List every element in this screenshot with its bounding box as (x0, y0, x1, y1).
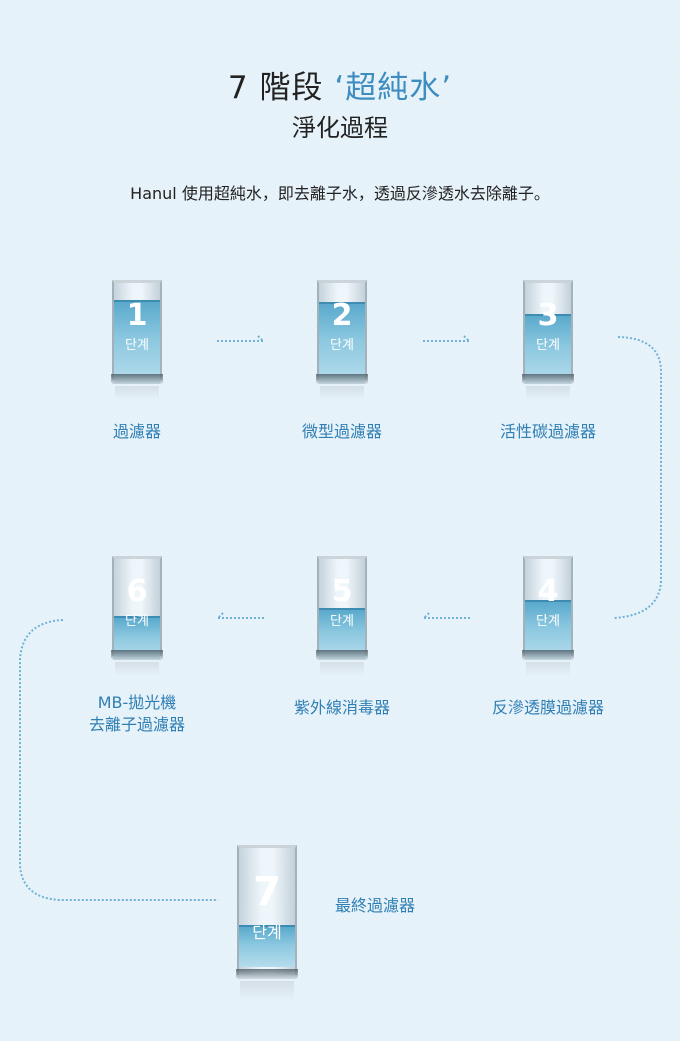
glass-base (111, 374, 163, 384)
step-number: 1 (126, 298, 148, 333)
glass-base (111, 650, 163, 660)
step-word: 단계 (252, 923, 282, 942)
step-label-7: 最終過濾器 (335, 896, 416, 915)
step-label-1: 過濾器 (112, 422, 161, 441)
glass-reflection (526, 662, 570, 676)
arrow-3-to-4 (613, 336, 662, 619)
step-number: 6 (126, 574, 148, 609)
step-label-6-line1: MB-拋光機 (97, 693, 177, 712)
water-fill (239, 925, 295, 967)
arrowhead-1-to-2 (257, 335, 264, 342)
glass-step-4: 4 단계 (522, 556, 574, 676)
glass-base (316, 374, 368, 384)
step-word: 단계 (125, 614, 149, 629)
glass-step-3: 3 단계 (522, 280, 574, 400)
glass-reflection (526, 386, 570, 400)
step-number: 4 (537, 574, 559, 609)
step-word: 단계 (536, 614, 560, 629)
step-number: 5 (331, 574, 353, 609)
arrowhead-5-to-6 (217, 612, 224, 619)
glass-step-5: 5 단계 (316, 556, 368, 676)
glass-base (316, 650, 368, 660)
glass-reflection (320, 386, 364, 400)
water-fill (114, 300, 160, 384)
step-word: 단계 (330, 338, 354, 353)
step-label-5: 紫外線消毒器 (293, 698, 390, 717)
step-label-3: 活性碳過濾器 (499, 422, 596, 441)
step-label-2: 微型過濾器 (301, 422, 382, 441)
glass-base (236, 969, 298, 979)
step-label-4: 反滲透膜過濾器 (491, 698, 604, 717)
glass-reflection (320, 662, 364, 676)
step-label-6: MB-拋光機 去離子過濾器 (72, 692, 202, 736)
glass-base (522, 650, 574, 660)
arrowhead-4-to-5 (423, 612, 430, 619)
step-label-6-line2: 去離子過濾器 (88, 715, 185, 734)
arrow-6-to-7 (19, 619, 218, 901)
water-fill (319, 302, 365, 384)
step-number: 2 (331, 298, 353, 333)
step-number: 7 (253, 869, 281, 915)
glass-reflection (115, 386, 159, 400)
page-subtitle: 淨化過程 (292, 114, 388, 142)
water-fill (525, 314, 571, 384)
glass-step-6: 6 단계 (111, 556, 163, 676)
glass-step-7: 7 단계 (236, 845, 298, 1001)
step-word: 단계 (330, 614, 354, 629)
step-word: 단계 (536, 338, 560, 353)
glass-base (522, 374, 574, 384)
glass-reflection (115, 662, 159, 676)
description: Hanul 使用超純水，即去離子水，透過反滲透水去除離子。 (130, 184, 550, 203)
glass-step-2: 2 단계 (316, 280, 368, 400)
arrowhead-2-to-3 (463, 335, 470, 342)
step-word: 단계 (125, 338, 149, 353)
step-number: 3 (537, 298, 559, 333)
page-title: 7 階段 ‘超純水’ (0, 62, 680, 107)
title-prefix: 7 階段 (227, 70, 335, 106)
glass-step-1: 1 단계 (111, 280, 163, 400)
glass-reflection (240, 981, 294, 1001)
title-accent: ‘超純水’ (334, 70, 453, 106)
